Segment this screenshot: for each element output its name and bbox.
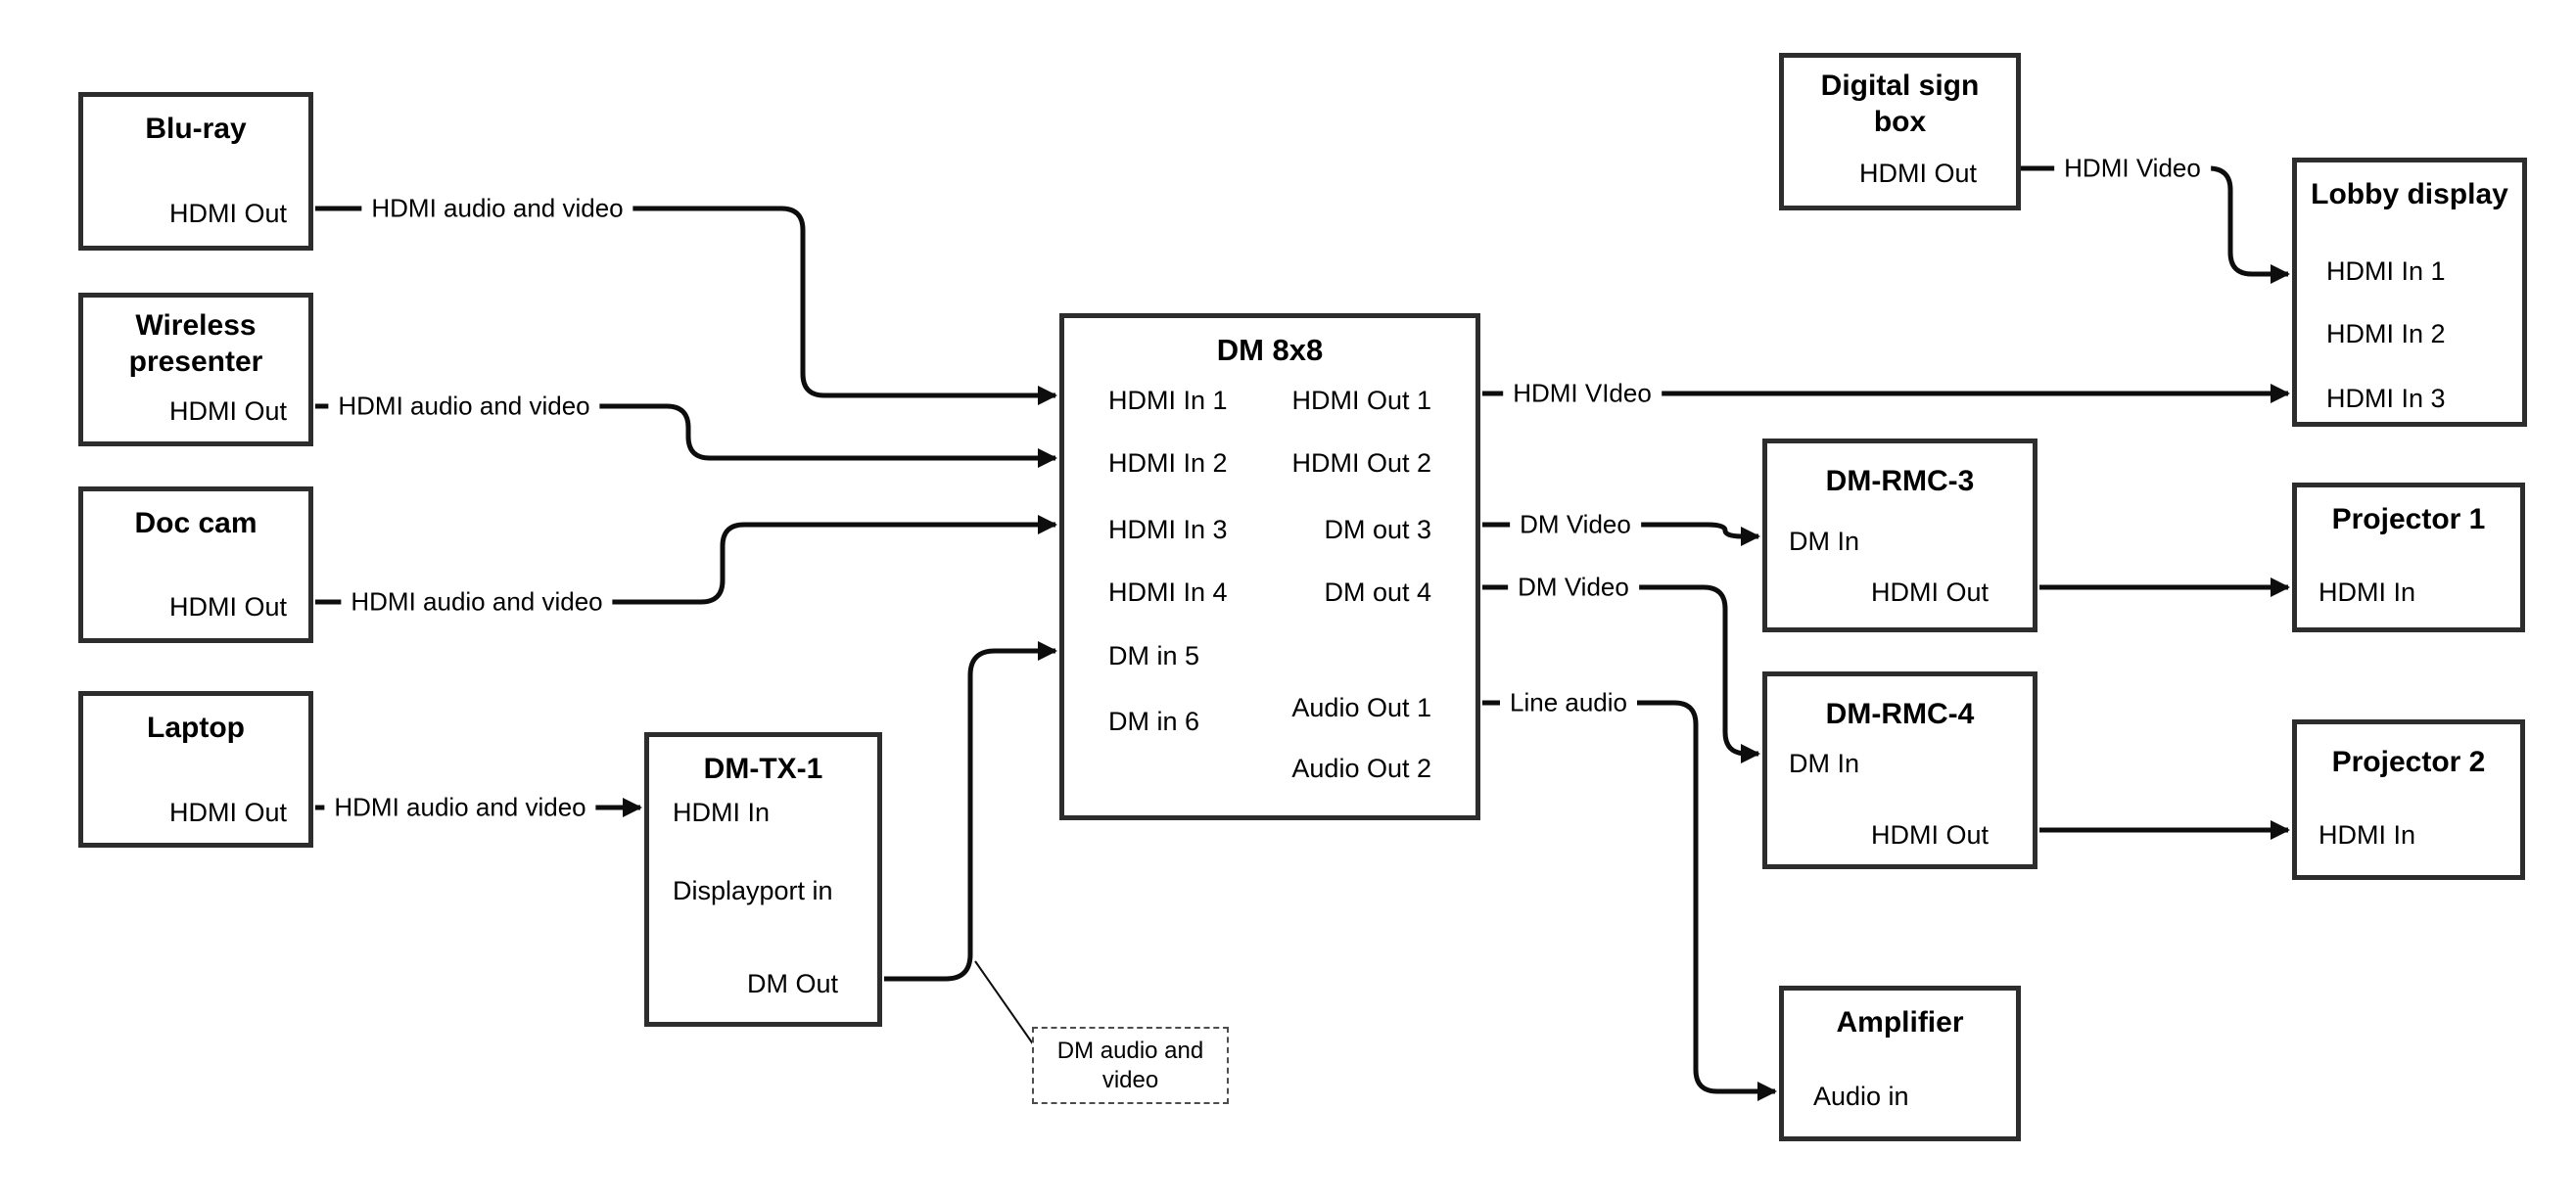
port-hdmi-out-1: HDMI Out 1: [1291, 386, 1431, 415]
port-hdmi-in-4: HDMI In 4: [1108, 577, 1228, 607]
wire-label-dm-video-2: DM Video: [1508, 571, 1639, 604]
port-hdmi-out: HDMI Out: [168, 592, 287, 622]
wire-sign-to-lobby: [2018, 165, 2291, 285]
wire-label-line-audio: Line audio: [1500, 686, 1637, 719]
wire-wireless-to-hdmi-in-2: [315, 403, 1058, 469]
node-title: DM-TX-1: [703, 753, 823, 785]
node-title: Amplifier: [1836, 1006, 1964, 1039]
port-audio-out-1: Audio Out 1: [1291, 693, 1431, 722]
node-lobby-display: Lobby display HDMI In 1 HDMI In 2 HDMI I…: [2292, 158, 2527, 427]
wire-label-hdmi-video-out1: HDMI VIdeo: [1503, 377, 1662, 410]
node-dm-tx-1: DM-TX-1 HDMI In Displayport in DM Out: [644, 732, 882, 1027]
callout-leader-line: [974, 960, 1035, 1046]
port-dm-out-3: DM out 3: [1324, 515, 1431, 544]
node-doc-cam: Doc cam HDMI Out: [78, 486, 313, 643]
port-hdmi-out: HDMI Out: [1870, 577, 1989, 607]
port-dm-out: DM Out: [746, 969, 838, 998]
port-audio-out-2: Audio Out 2: [1291, 754, 1431, 783]
node-title: Blu-ray: [145, 113, 247, 145]
port-hdmi-in-3: HDMI In 3: [2326, 384, 2446, 413]
port-dm-out-4: DM out 4: [1324, 577, 1431, 607]
node-laptop: Laptop HDMI Out: [78, 691, 313, 848]
port-hdmi-in-2: HDMI In 2: [2326, 319, 2446, 348]
port-hdmi-in-2: HDMI In 2: [1108, 448, 1228, 478]
node-title: DM-RMC-4: [1825, 698, 1975, 730]
port-hdmi-out: HDMI Out: [1858, 159, 1977, 188]
port-hdmi-out: HDMI Out: [168, 199, 287, 228]
port-hdmi-out: HDMI Out: [1870, 820, 1989, 850]
port-dm-in-5: DM in 5: [1108, 641, 1200, 670]
port-hdmi-in-1: HDMI In 1: [1108, 386, 1228, 415]
node-dm-rmc-3: DM-RMC-3 DM In HDMI Out: [1762, 439, 2037, 632]
wire-label-hdmi-audio-video-3: HDMI audio and video: [341, 585, 613, 619]
port-audio-in: Audio in: [1813, 1082, 1909, 1111]
node-title: DM 8x8: [1216, 333, 1324, 367]
callout-text: DM audio and video: [1056, 1037, 1204, 1093]
node-amplifier: Amplifier Audio in: [1779, 986, 2021, 1141]
node-title: Doc cam: [134, 507, 258, 539]
port-hdmi-in: HDMI In: [2318, 820, 2416, 850]
port-hdmi-out-2: HDMI Out 2: [1291, 448, 1431, 478]
node-title: Laptop: [147, 712, 245, 744]
port-displayport-in: Displayport in: [673, 876, 833, 905]
callout-dm-audio-and-video: DM audio and video: [1032, 1027, 1229, 1104]
wire-dm-out-4-to-rmc4: [1482, 584, 1761, 764]
port-hdmi-in: HDMI In: [673, 798, 771, 827]
wire-label-hdmi-audio-video-4: HDMI audio and video: [324, 791, 596, 824]
wire-dm-out-3-to-rmc3: [1482, 522, 1761, 547]
node-bluray: Blu-ray HDMI Out: [78, 92, 313, 251]
node-title: Wireless presenter: [128, 309, 263, 378]
port-dm-in-6: DM in 6: [1108, 707, 1200, 736]
wire-label-hdmi-audio-video-2: HDMI audio and video: [328, 390, 600, 423]
node-title: Lobby display: [2311, 178, 2508, 210]
node-projector-2: Projector 2 HDMI In: [2292, 719, 2525, 880]
wire-label-hdmi-audio-video-1: HDMI audio and video: [361, 192, 633, 225]
port-hdmi-out: HDMI Out: [168, 396, 287, 426]
node-dm-8x8: DM 8x8 HDMI In 1 HDMI In 2 HDMI In 3 HDM…: [1059, 313, 1480, 820]
port-hdmi-in-1: HDMI In 1: [2326, 256, 2446, 286]
node-wireless-presenter: Wireless presenter HDMI Out: [78, 293, 313, 446]
node-title: Projector 2: [2331, 746, 2486, 778]
wire-doccam-to-hdmi-in-3: [315, 514, 1058, 605]
node-title: DM-RMC-3: [1825, 465, 1975, 497]
wire-bluray-to-hdmi-in-1: [315, 206, 1058, 406]
port-hdmi-in-3: HDMI In 3: [1108, 515, 1228, 544]
port-hdmi-in: HDMI In: [2318, 577, 2416, 607]
node-title: Projector 1: [2331, 503, 2486, 535]
node-dm-rmc-4: DM-RMC-4 DM In HDMI Out: [1762, 671, 2037, 869]
wire-dmtx1-to-dm-in-5: [884, 640, 1058, 982]
port-dm-in: DM In: [1789, 749, 1860, 778]
node-title: Digital sign box: [1820, 69, 1980, 138]
port-hdmi-out: HDMI Out: [168, 798, 287, 827]
wire-label-hdmi-video-sign: HDMI Video: [2054, 152, 2211, 185]
node-digital-sign-box: Digital sign box HDMI Out: [1779, 53, 2021, 210]
node-projector-1: Projector 1 HDMI In: [2292, 483, 2525, 632]
port-dm-in: DM In: [1789, 527, 1860, 556]
wire-label-dm-video-1: DM Video: [1510, 508, 1641, 541]
wire-audio-out-1-to-amplifier: [1482, 700, 1778, 1102]
